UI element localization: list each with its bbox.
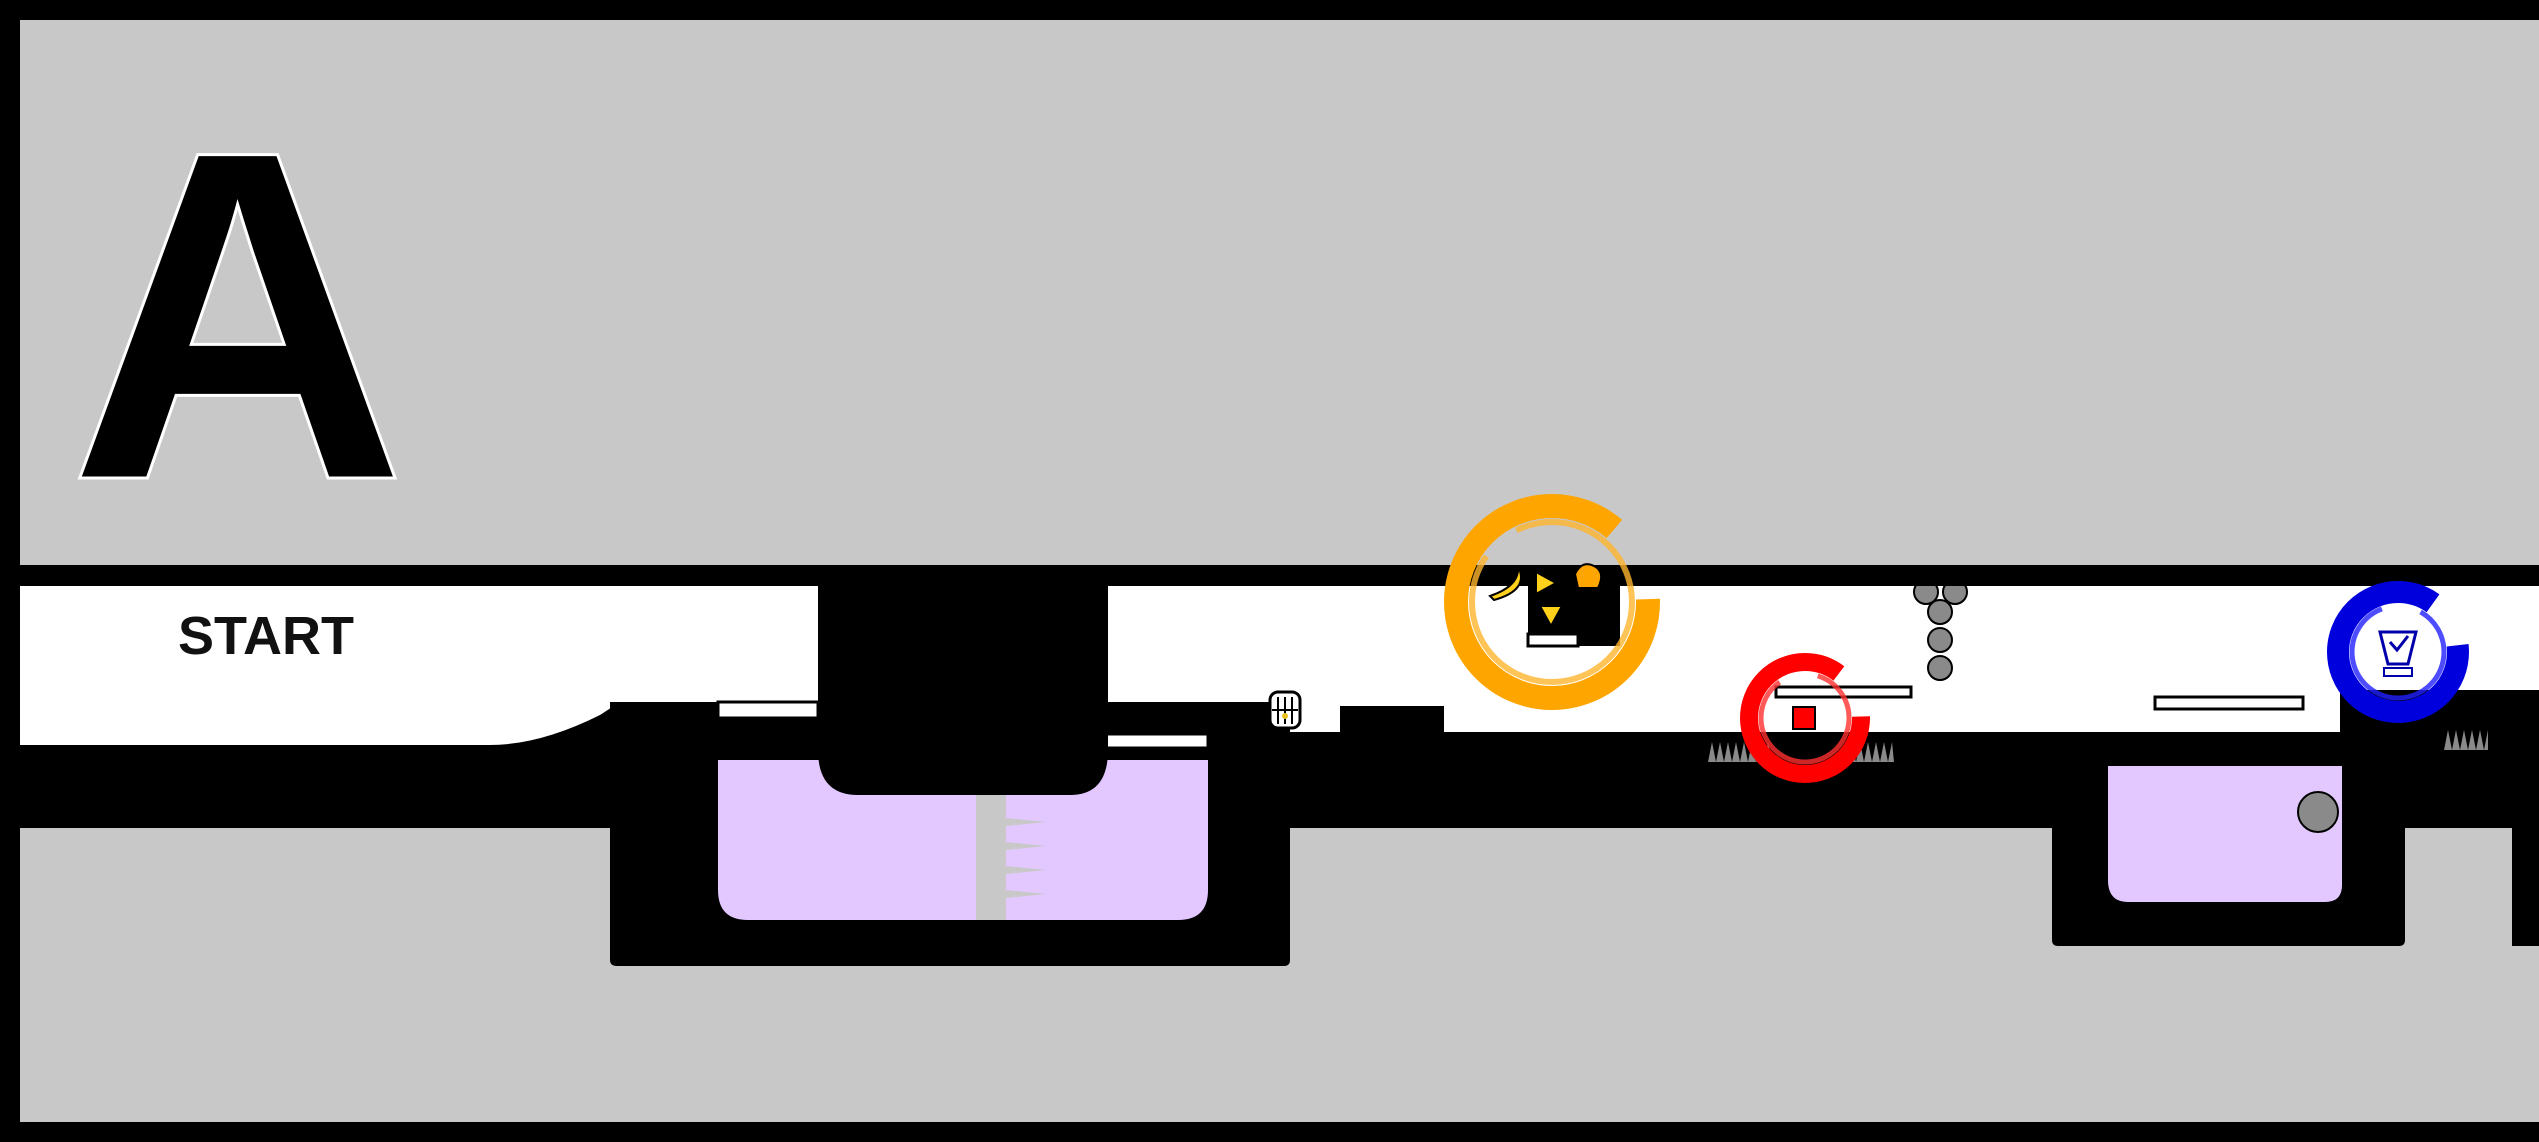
far-right-basin (2512, 828, 2539, 946)
spiked-ball-chain (1913, 579, 1968, 681)
level-letter: A (68, 53, 407, 578)
divider-band (20, 565, 2539, 586)
fist-icon (1573, 563, 1603, 589)
cage-icon[interactable] (1268, 690, 1302, 730)
pool-grate-spikes (1006, 818, 1046, 898)
raised-block (1340, 706, 1444, 736)
start-label: START (178, 606, 354, 666)
right-pool-liquid (2108, 766, 2342, 902)
red-block-icon (1792, 706, 1816, 730)
wall-spiked-ball (2297, 791, 2339, 833)
blue-checkpoint[interactable] (2327, 581, 2469, 723)
left-pool-ledge-right (1104, 732, 1210, 750)
ground-band-mid (1208, 732, 2052, 828)
hanging-pillar (818, 565, 1108, 795)
left-pool-liquid (718, 760, 1208, 920)
top-panel (20, 20, 2539, 565)
arrow-right-icon (1535, 570, 1559, 596)
ground-band (20, 702, 720, 828)
right-floating-platform (2153, 695, 2305, 711)
far-right-step (2488, 720, 2539, 750)
arrow-down-icon (1538, 605, 1564, 629)
pool-grate (976, 795, 1006, 920)
red-checkpoint[interactable] (1740, 653, 1870, 783)
orange-checkpoint[interactable] (1444, 494, 1660, 710)
spike-strip-right (2444, 730, 2492, 750)
left-pool-ledge-left (716, 700, 820, 720)
banana-icon (1488, 565, 1522, 602)
